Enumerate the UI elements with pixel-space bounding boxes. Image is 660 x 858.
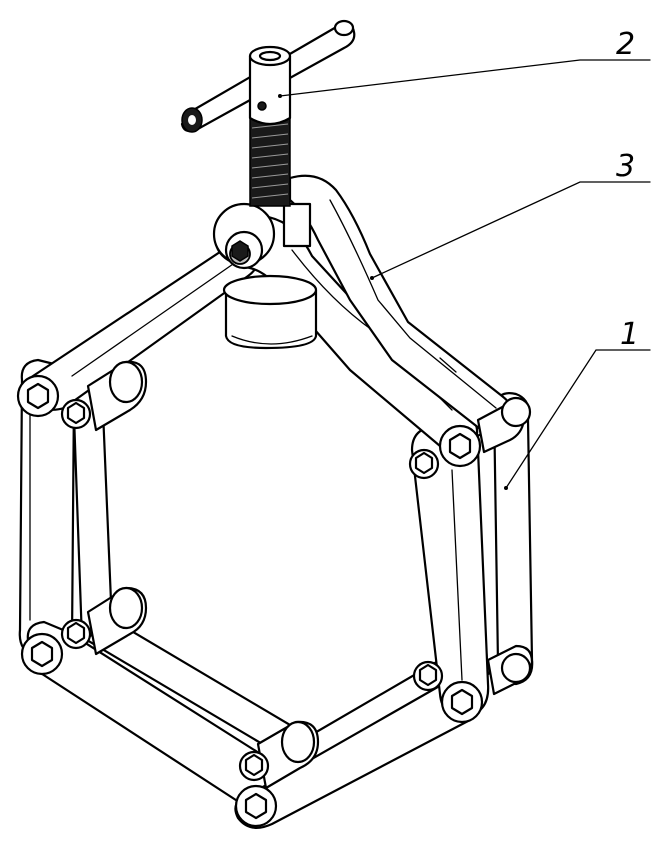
t-handle-screw	[180, 19, 356, 207]
bolts	[16, 374, 532, 828]
upper-arms	[28, 174, 516, 455]
callout-label-3: 3	[616, 149, 635, 184]
callout-label-1: 1	[620, 317, 639, 352]
central-hub	[212, 202, 318, 350]
callout-leaders	[278, 59, 651, 490]
callout-label-2: 2	[616, 27, 635, 62]
